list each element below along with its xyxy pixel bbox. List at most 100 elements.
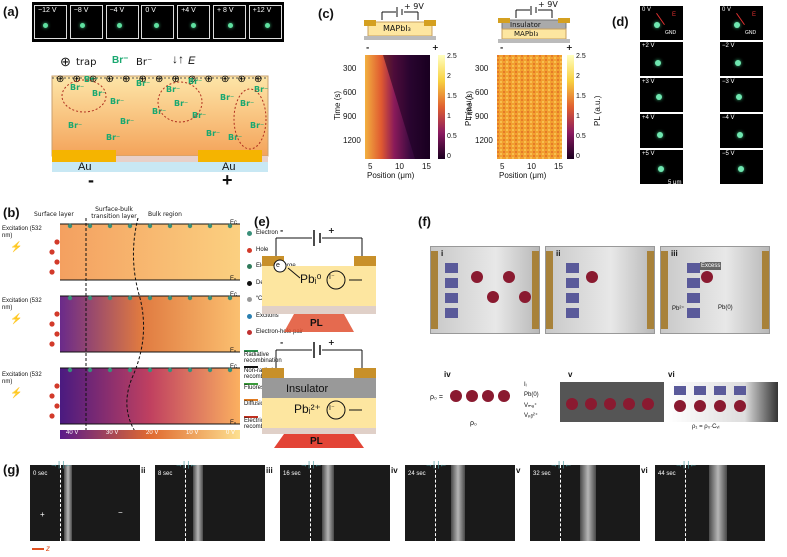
pl-spot [265, 23, 271, 28]
colorbar-left [438, 55, 445, 159]
ev-label: Eᵥ [230, 420, 236, 426]
panel-label-g: (g) [3, 462, 20, 477]
ev-label: Eᵥ [230, 348, 236, 354]
electron-dot [187, 295, 193, 301]
cbar-tick: 0.5 [447, 133, 457, 140]
f-electrode-right [647, 251, 654, 329]
vacancy-box [445, 293, 458, 303]
ec-label: Eᴄ [230, 364, 238, 370]
d-spot [654, 22, 660, 28]
scale-label: 40 V [66, 430, 79, 436]
device-mechanism [262, 230, 376, 448]
electron-dot [167, 367, 173, 373]
br-ion: Br⁻ [92, 89, 106, 98]
scalebar [668, 188, 682, 189]
y-tick: 600 [343, 88, 357, 97]
colorbar-right [567, 55, 574, 159]
br-ion: Br⁻ [220, 93, 234, 102]
legend-line [244, 349, 258, 352]
scalebar-label: 5 μm [668, 180, 682, 186]
f-sub-label: ii [556, 249, 561, 258]
electron-dot [107, 223, 113, 229]
scale-label: 10 V [186, 430, 199, 436]
electron-dot [147, 367, 153, 373]
minus-terminal: - [88, 170, 94, 190]
iodide-circle [466, 390, 478, 402]
trap-site: ⊕ [221, 74, 229, 85]
cbar-tick: 1 [447, 113, 451, 120]
pl-label-bottom: PL [310, 436, 323, 447]
electron-dot [227, 367, 233, 373]
electron-dot [207, 295, 213, 301]
lightning-icon: ⚡ [10, 242, 23, 253]
d-spot [655, 60, 661, 66]
legend-entry: Excitons [256, 312, 279, 319]
g-frame: 8 sec [155, 465, 265, 541]
trap-site: ⊕ [188, 74, 196, 85]
f-panel: i [430, 246, 540, 334]
d-e-label: E [752, 12, 757, 18]
iodide-circle [604, 398, 616, 410]
f-sub-label: iii [671, 249, 678, 258]
iodide-bottom: I⁻ [329, 405, 335, 412]
y-axis-label: Time (s) [333, 90, 342, 120]
field-arrows-icon: ↓↑ [172, 52, 184, 66]
electron-dot [67, 295, 73, 301]
device-right-label: MAPbI₃ [514, 30, 539, 38]
vacancy-box [445, 263, 458, 273]
vacancy-box [445, 278, 458, 288]
d-frame: −3 V [720, 78, 763, 112]
x-axis-label: Position (μm) [499, 171, 547, 180]
ec-label: Eᴄ [230, 220, 238, 226]
pl-spot [43, 23, 49, 28]
bias-left: + 9V [404, 2, 424, 11]
frame-voltage: + 8 V [217, 7, 234, 14]
electron-dot [207, 223, 213, 229]
br-ion: Br⁻ [254, 85, 268, 94]
hole-dot [49, 341, 55, 347]
excess-label: Excess [700, 262, 722, 270]
g-sub-label: i [16, 466, 19, 475]
g-sub-label: iv [391, 466, 398, 475]
g-sub-label: v [516, 466, 521, 475]
d-voltage: −3 V [722, 79, 735, 85]
pb2-label: Pbᵢ²⁺ [294, 402, 321, 416]
br-ion: Br⁻ [84, 75, 98, 84]
legend-marker [247, 297, 252, 302]
electron-dot [147, 223, 153, 229]
electron-dot [187, 367, 193, 373]
f-electrode-left [661, 251, 668, 329]
f-panel: iii [660, 246, 770, 334]
electrode-right-label: Au [222, 161, 236, 173]
g-frame: 44 sec [655, 465, 765, 541]
cbar-tick: 1.5 [576, 93, 586, 100]
electron-dot [127, 223, 133, 229]
hole-dot [49, 249, 55, 255]
br-ion: Br⁻ [68, 121, 82, 130]
electron-dot [127, 367, 133, 373]
electron-label: e [276, 262, 280, 269]
x-tick: 10 [395, 162, 404, 171]
pl-frame: + 8 V [213, 5, 246, 39]
trap-site: ⊕ [155, 74, 163, 85]
legend-marker [247, 264, 252, 269]
trap-icon: ⊕ [60, 54, 71, 69]
cbar-tick: 0 [447, 153, 451, 160]
frame-voltage: +4 V [181, 7, 196, 14]
g-sub-label: ii [141, 466, 146, 475]
y-tick: 300 [343, 64, 357, 73]
g-marker-icon: →| |← [425, 460, 448, 469]
g-frame: 16 sec [280, 465, 390, 541]
g-marker-icon: →| |← [550, 460, 573, 469]
electrode-right [198, 150, 262, 162]
legend-marker [247, 231, 252, 236]
pl-label-top: PL [310, 318, 323, 329]
legend-marker [247, 330, 252, 335]
y-tick: 300 [475, 64, 489, 73]
electrode-left [52, 150, 116, 162]
electron-dot [147, 295, 153, 301]
br-icon: Br⁻ [112, 55, 129, 66]
pb2-label-f: Pb²⁺ [672, 306, 685, 312]
g-bright-band [709, 465, 727, 541]
legend-trap: trap [76, 57, 97, 68]
